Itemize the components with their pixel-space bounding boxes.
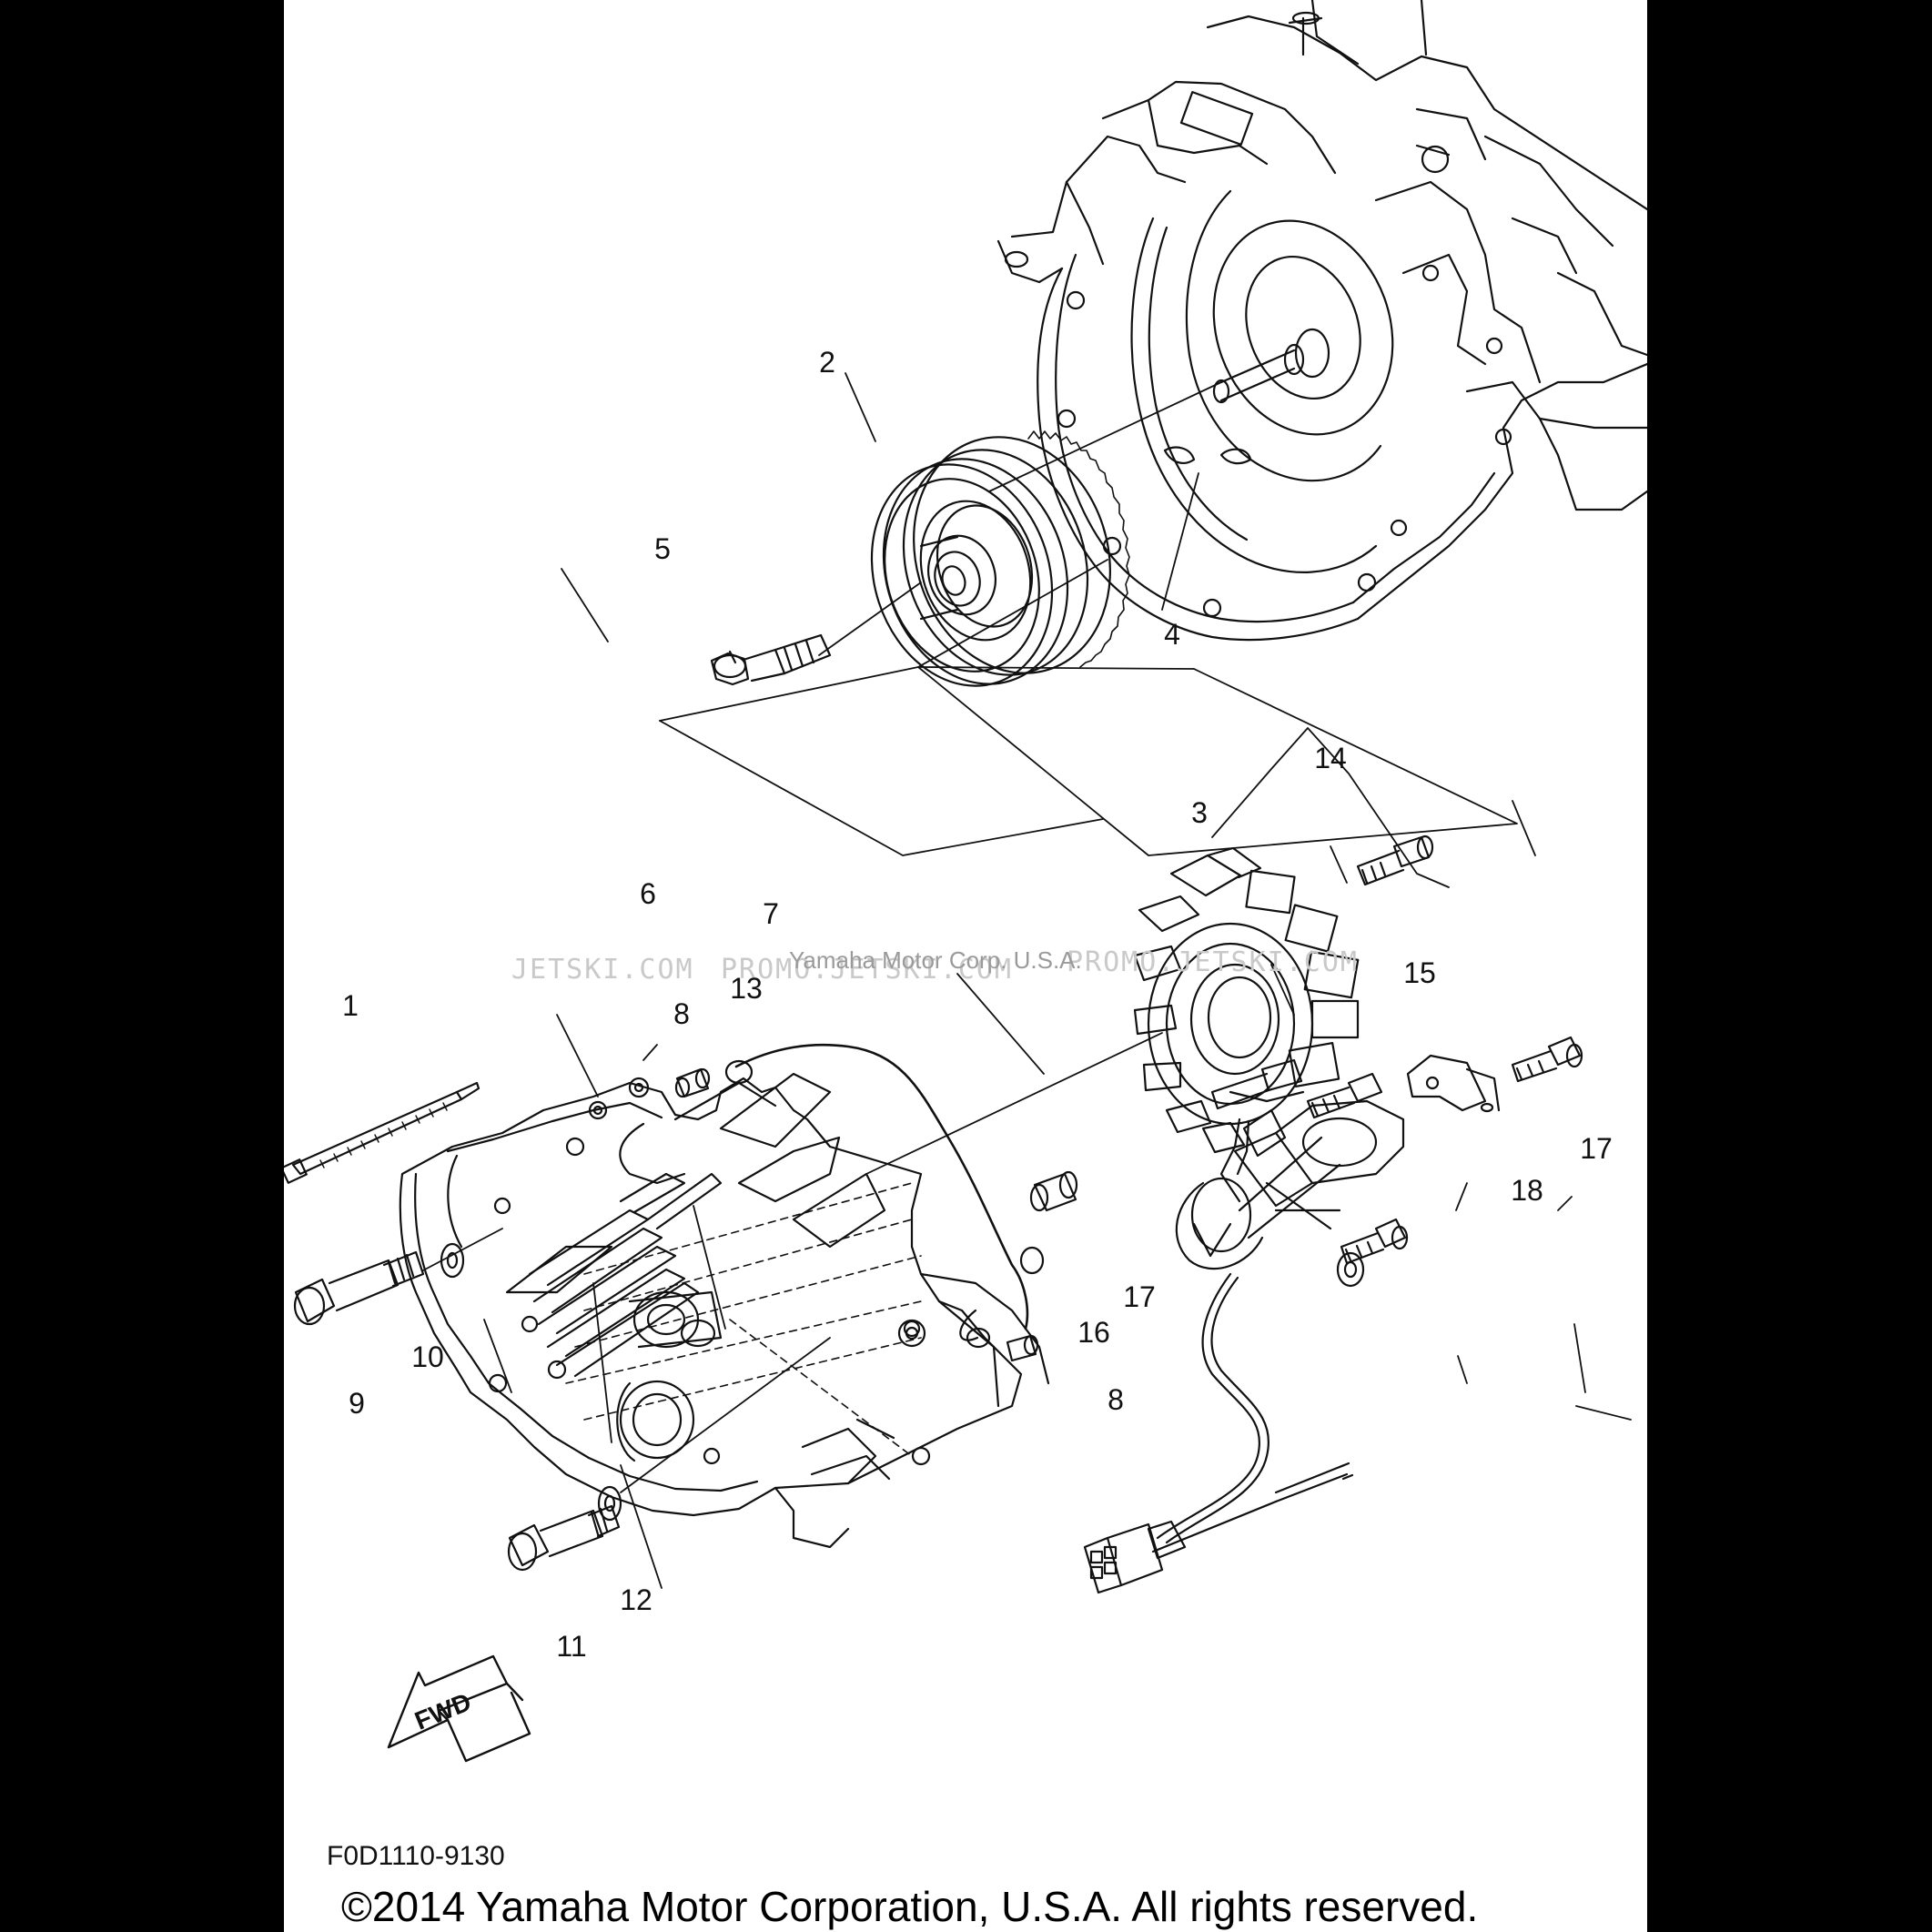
pickup-bracket bbox=[1406, 1036, 1583, 1113]
callout-17-lower: 17 bbox=[1123, 1280, 1156, 1313]
callout-16: 16 bbox=[1077, 1316, 1110, 1349]
callout-9: 9 bbox=[349, 1387, 365, 1420]
callout-3: 3 bbox=[1191, 796, 1208, 829]
washer-12 bbox=[597, 1337, 831, 1522]
o-ring bbox=[724, 1043, 1045, 1349]
callout-8-upper: 8 bbox=[673, 997, 690, 1030]
flywheel-rotor bbox=[870, 430, 1130, 687]
callout-1: 1 bbox=[342, 989, 359, 1022]
wire-harness bbox=[1083, 1272, 1354, 1594]
watermark-left: JETSKI.COM bbox=[511, 954, 694, 986]
callout-8-lower: 8 bbox=[1108, 1383, 1124, 1416]
engine-block bbox=[996, 0, 1647, 642]
leader-lines bbox=[483, 372, 1632, 1589]
washer-16 bbox=[1336, 1251, 1365, 1288]
callout-2: 2 bbox=[819, 346, 835, 379]
callout-17-upper: 17 bbox=[1580, 1132, 1613, 1165]
callout-7: 7 bbox=[763, 897, 779, 930]
callout-10: 10 bbox=[411, 1340, 444, 1373]
woodruff-key bbox=[1163, 446, 1196, 464]
alignment-line bbox=[865, 1032, 1163, 1175]
dowel-pin-lower bbox=[1006, 1334, 1039, 1362]
callout-5: 5 bbox=[654, 532, 671, 565]
callout-13: 13 bbox=[730, 972, 763, 1005]
callout-18: 18 bbox=[1511, 1174, 1543, 1207]
flywheel-bolt bbox=[710, 633, 832, 686]
assembly-bracket bbox=[659, 559, 1518, 856]
cable-tie bbox=[284, 1081, 480, 1184]
collar-sleeve bbox=[1029, 1170, 1078, 1212]
forward-arrow-icon bbox=[387, 1654, 531, 1763]
callout-11: 11 bbox=[556, 1630, 587, 1663]
stator-bolts bbox=[1210, 835, 1434, 1110]
cover-bolt-9 bbox=[293, 1228, 503, 1326]
watermark-middle: PROMO.JETSKI.COM bbox=[721, 954, 1013, 986]
callout-15: 15 bbox=[1403, 956, 1436, 989]
callout-4: 4 bbox=[1164, 618, 1180, 651]
watermark-center: Yamaha Motor Corp. U.S.A. bbox=[789, 946, 1082, 974]
exploded-view-drawing bbox=[284, 0, 1647, 1763]
callout-14: 14 bbox=[1314, 742, 1347, 774]
generator-cover bbox=[399, 1072, 1050, 1549]
callout-6: 6 bbox=[640, 877, 656, 910]
dowel-pin-upper bbox=[674, 1067, 711, 1098]
watermark-right: PROMO.JETSKI.COM bbox=[1067, 946, 1359, 978]
stator-coil bbox=[1133, 846, 1360, 1203]
pickup-coil bbox=[1175, 1072, 1405, 1270]
bolt-17-lower bbox=[1340, 1218, 1409, 1265]
figure-code: F0D1110-9130 bbox=[327, 1841, 505, 1871]
parts-diagram-sheet: JETSKI.COM PROMO.JETSKI.COM PROMO.JETSKI… bbox=[284, 0, 1647, 1932]
washer-10 bbox=[440, 1242, 465, 1279]
copyright-notice: ©2014 Yamaha Motor Corporation, U.S.A. A… bbox=[341, 1883, 1479, 1930]
callout-12: 12 bbox=[620, 1583, 652, 1616]
